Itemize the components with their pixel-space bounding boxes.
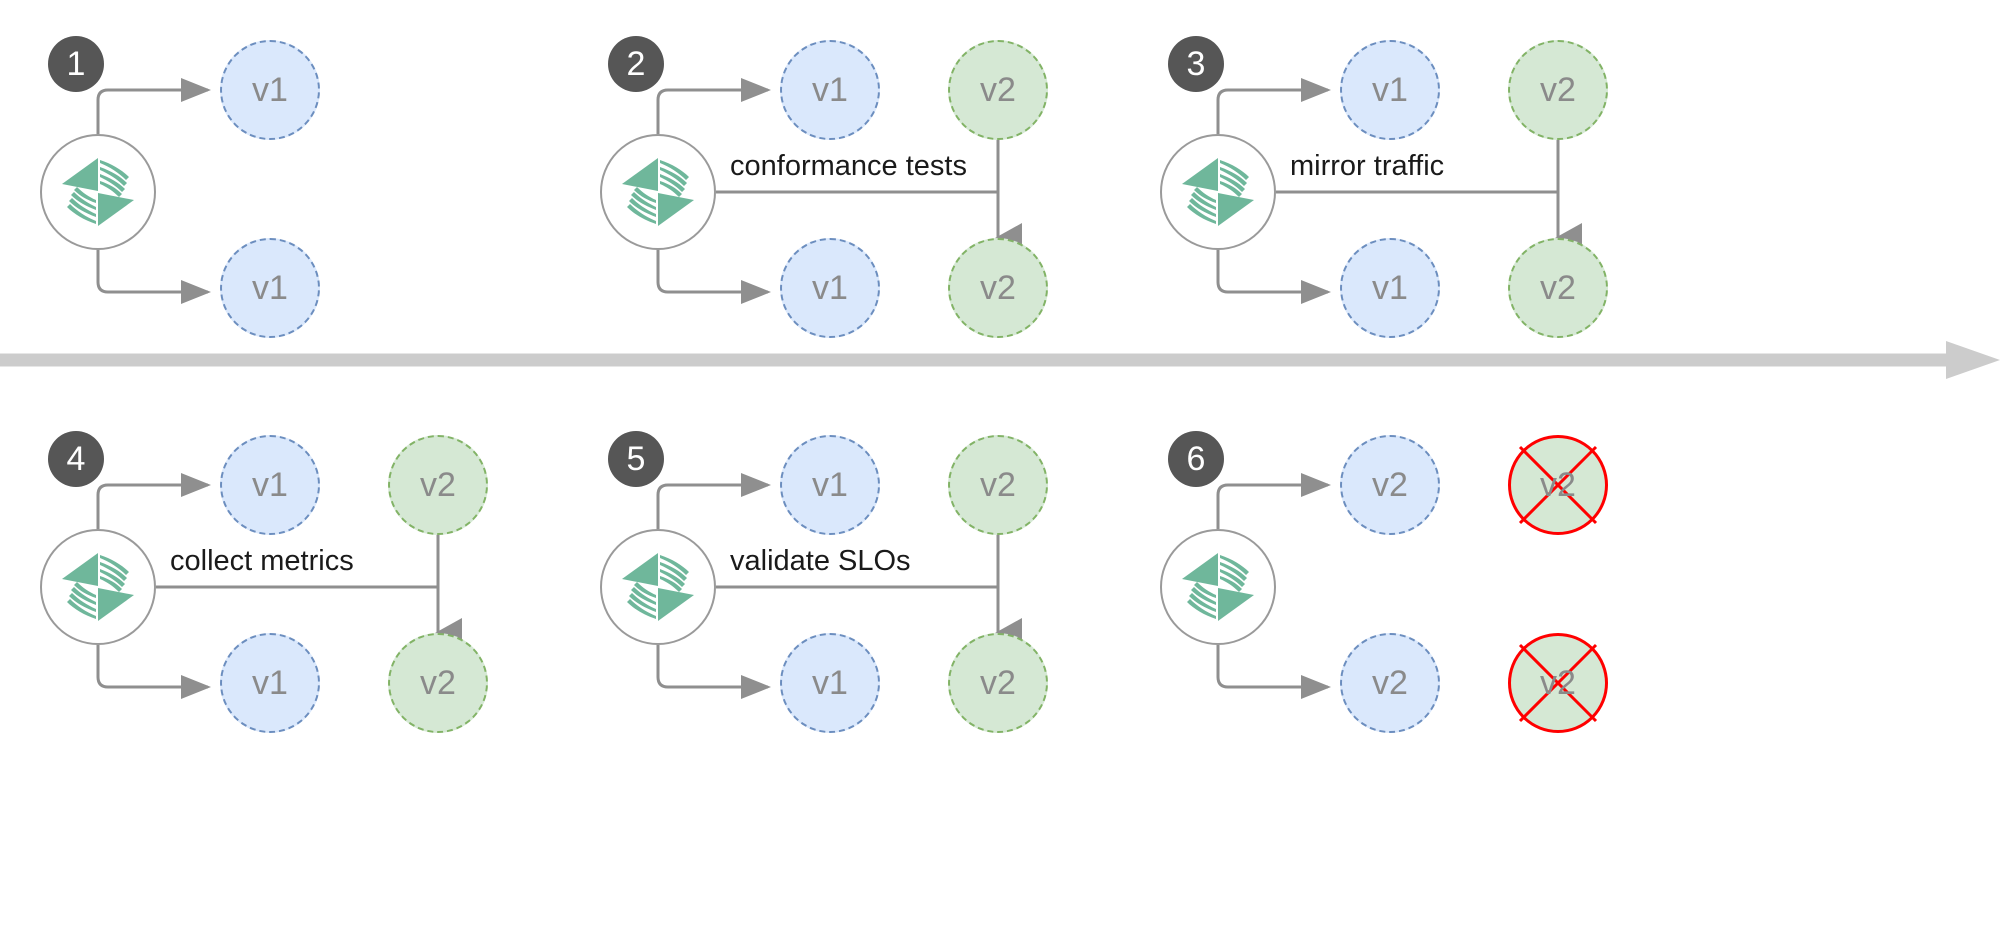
staged-version-circle: v2 bbox=[388, 633, 488, 733]
version-label: v2 bbox=[1540, 465, 1576, 504]
version-label: v2 bbox=[420, 465, 456, 504]
routed-version-circle: v1 bbox=[780, 435, 880, 535]
version-label: v2 bbox=[1372, 663, 1408, 702]
route-edge-top bbox=[96, 473, 211, 529]
step-number-badge: 1 bbox=[48, 36, 104, 92]
version-label: v1 bbox=[1372, 70, 1408, 109]
connectors bbox=[1216, 473, 1331, 699]
connectors bbox=[1216, 78, 1582, 304]
route-edge-bottom bbox=[96, 250, 211, 304]
version-label: v2 bbox=[1540, 268, 1576, 307]
routed-version-circle: v1 bbox=[1340, 238, 1440, 338]
route-edge-top bbox=[1216, 78, 1331, 134]
step-panel-2: 2 v1 v1 bbox=[580, 10, 1210, 410]
version-label: v2 bbox=[980, 663, 1016, 702]
service-mesh-node bbox=[40, 134, 156, 250]
staged-version-circle: v2 bbox=[388, 435, 488, 535]
route-edge-bottom bbox=[1216, 645, 1331, 699]
step-number-badge: 4 bbox=[48, 431, 104, 487]
service-mesh-node bbox=[600, 134, 716, 250]
routed-version-circle: v1 bbox=[780, 633, 880, 733]
routed-version-circle: v1 bbox=[780, 238, 880, 338]
step-number-badge: 6 bbox=[1168, 431, 1224, 487]
linkerd-logo-icon bbox=[62, 553, 134, 621]
step-number-badge: 5 bbox=[608, 431, 664, 487]
route-edge-bottom bbox=[656, 645, 771, 699]
step-number-badge: 2 bbox=[608, 36, 664, 92]
staged-version-circle: v2 bbox=[948, 435, 1048, 535]
step-panel-1: 1 v1 v1 bbox=[20, 10, 650, 410]
step-panel-6: 6 v2 v2 bbox=[1140, 405, 1770, 805]
staged-version-circle: v2 bbox=[948, 40, 1048, 140]
version-label: v2 bbox=[1540, 70, 1576, 109]
linkerd-logo-icon bbox=[622, 553, 694, 621]
route-edge-bottom bbox=[656, 250, 771, 304]
staged-version-circle: v2 bbox=[1508, 238, 1608, 338]
connectors bbox=[656, 473, 1022, 699]
staged-version-circle: v2 bbox=[1508, 40, 1608, 140]
edge-label: conformance tests bbox=[730, 150, 967, 182]
service-mesh-node bbox=[1160, 529, 1276, 645]
edge-label: collect metrics bbox=[170, 545, 354, 577]
version-label: v2 bbox=[1540, 663, 1576, 702]
route-edge-top bbox=[656, 473, 771, 529]
routed-version-circle: v2 bbox=[1340, 435, 1440, 535]
version-label: v1 bbox=[252, 70, 288, 109]
version-label: v1 bbox=[252, 663, 288, 702]
step-panel-3: 3 v1 v1 bbox=[1140, 10, 1770, 410]
routed-version-circle: v2 bbox=[1340, 633, 1440, 733]
service-mesh-node bbox=[600, 529, 716, 645]
version-label: v1 bbox=[252, 465, 288, 504]
linkerd-logo-icon bbox=[1182, 553, 1254, 621]
linkerd-logo-icon bbox=[62, 158, 134, 226]
route-edge-top bbox=[1216, 473, 1331, 529]
linkerd-logo-icon bbox=[622, 158, 694, 226]
staged-version-circle: v2 bbox=[948, 238, 1048, 338]
version-label: v1 bbox=[812, 465, 848, 504]
timeline-arrow bbox=[0, 341, 2000, 379]
version-label: v1 bbox=[812, 70, 848, 109]
routed-version-circle: v1 bbox=[220, 238, 320, 338]
route-edge-top bbox=[656, 78, 771, 134]
edge-label: mirror traffic bbox=[1290, 150, 1445, 182]
route-edge-bottom bbox=[96, 645, 211, 699]
routed-version-circle: v1 bbox=[1340, 40, 1440, 140]
version-label: v1 bbox=[1372, 268, 1408, 307]
version-label: v2 bbox=[980, 268, 1016, 307]
version-label: v2 bbox=[980, 70, 1016, 109]
service-mesh-node bbox=[1160, 134, 1276, 250]
staged-version-circle: v2 bbox=[1508, 633, 1608, 733]
routed-version-circle: v1 bbox=[780, 40, 880, 140]
staged-version-circle: v2 bbox=[948, 633, 1048, 733]
version-label: v1 bbox=[812, 663, 848, 702]
route-edge-bottom bbox=[1216, 250, 1331, 304]
route-edge-top bbox=[96, 78, 211, 134]
routed-version-circle: v1 bbox=[220, 40, 320, 140]
routed-version-circle: v1 bbox=[220, 435, 320, 535]
routed-version-circle: v1 bbox=[220, 633, 320, 733]
staged-version-circle: v2 bbox=[1508, 435, 1608, 535]
step-panel-4: 4 v1 v1 bbox=[20, 405, 650, 805]
version-label: v1 bbox=[812, 268, 848, 307]
edge-label: validate SLOs bbox=[730, 545, 911, 577]
step-panel-5: 5 v1 v1 bbox=[580, 405, 1210, 805]
connectors bbox=[656, 78, 1022, 304]
version-label: v1 bbox=[252, 268, 288, 307]
step-number-badge: 3 bbox=[1168, 36, 1224, 92]
version-label: v2 bbox=[1372, 465, 1408, 504]
version-label: v2 bbox=[420, 663, 456, 702]
connectors bbox=[96, 78, 211, 304]
version-label: v2 bbox=[980, 465, 1016, 504]
linkerd-logo-icon bbox=[1182, 158, 1254, 226]
service-mesh-node bbox=[40, 529, 156, 645]
